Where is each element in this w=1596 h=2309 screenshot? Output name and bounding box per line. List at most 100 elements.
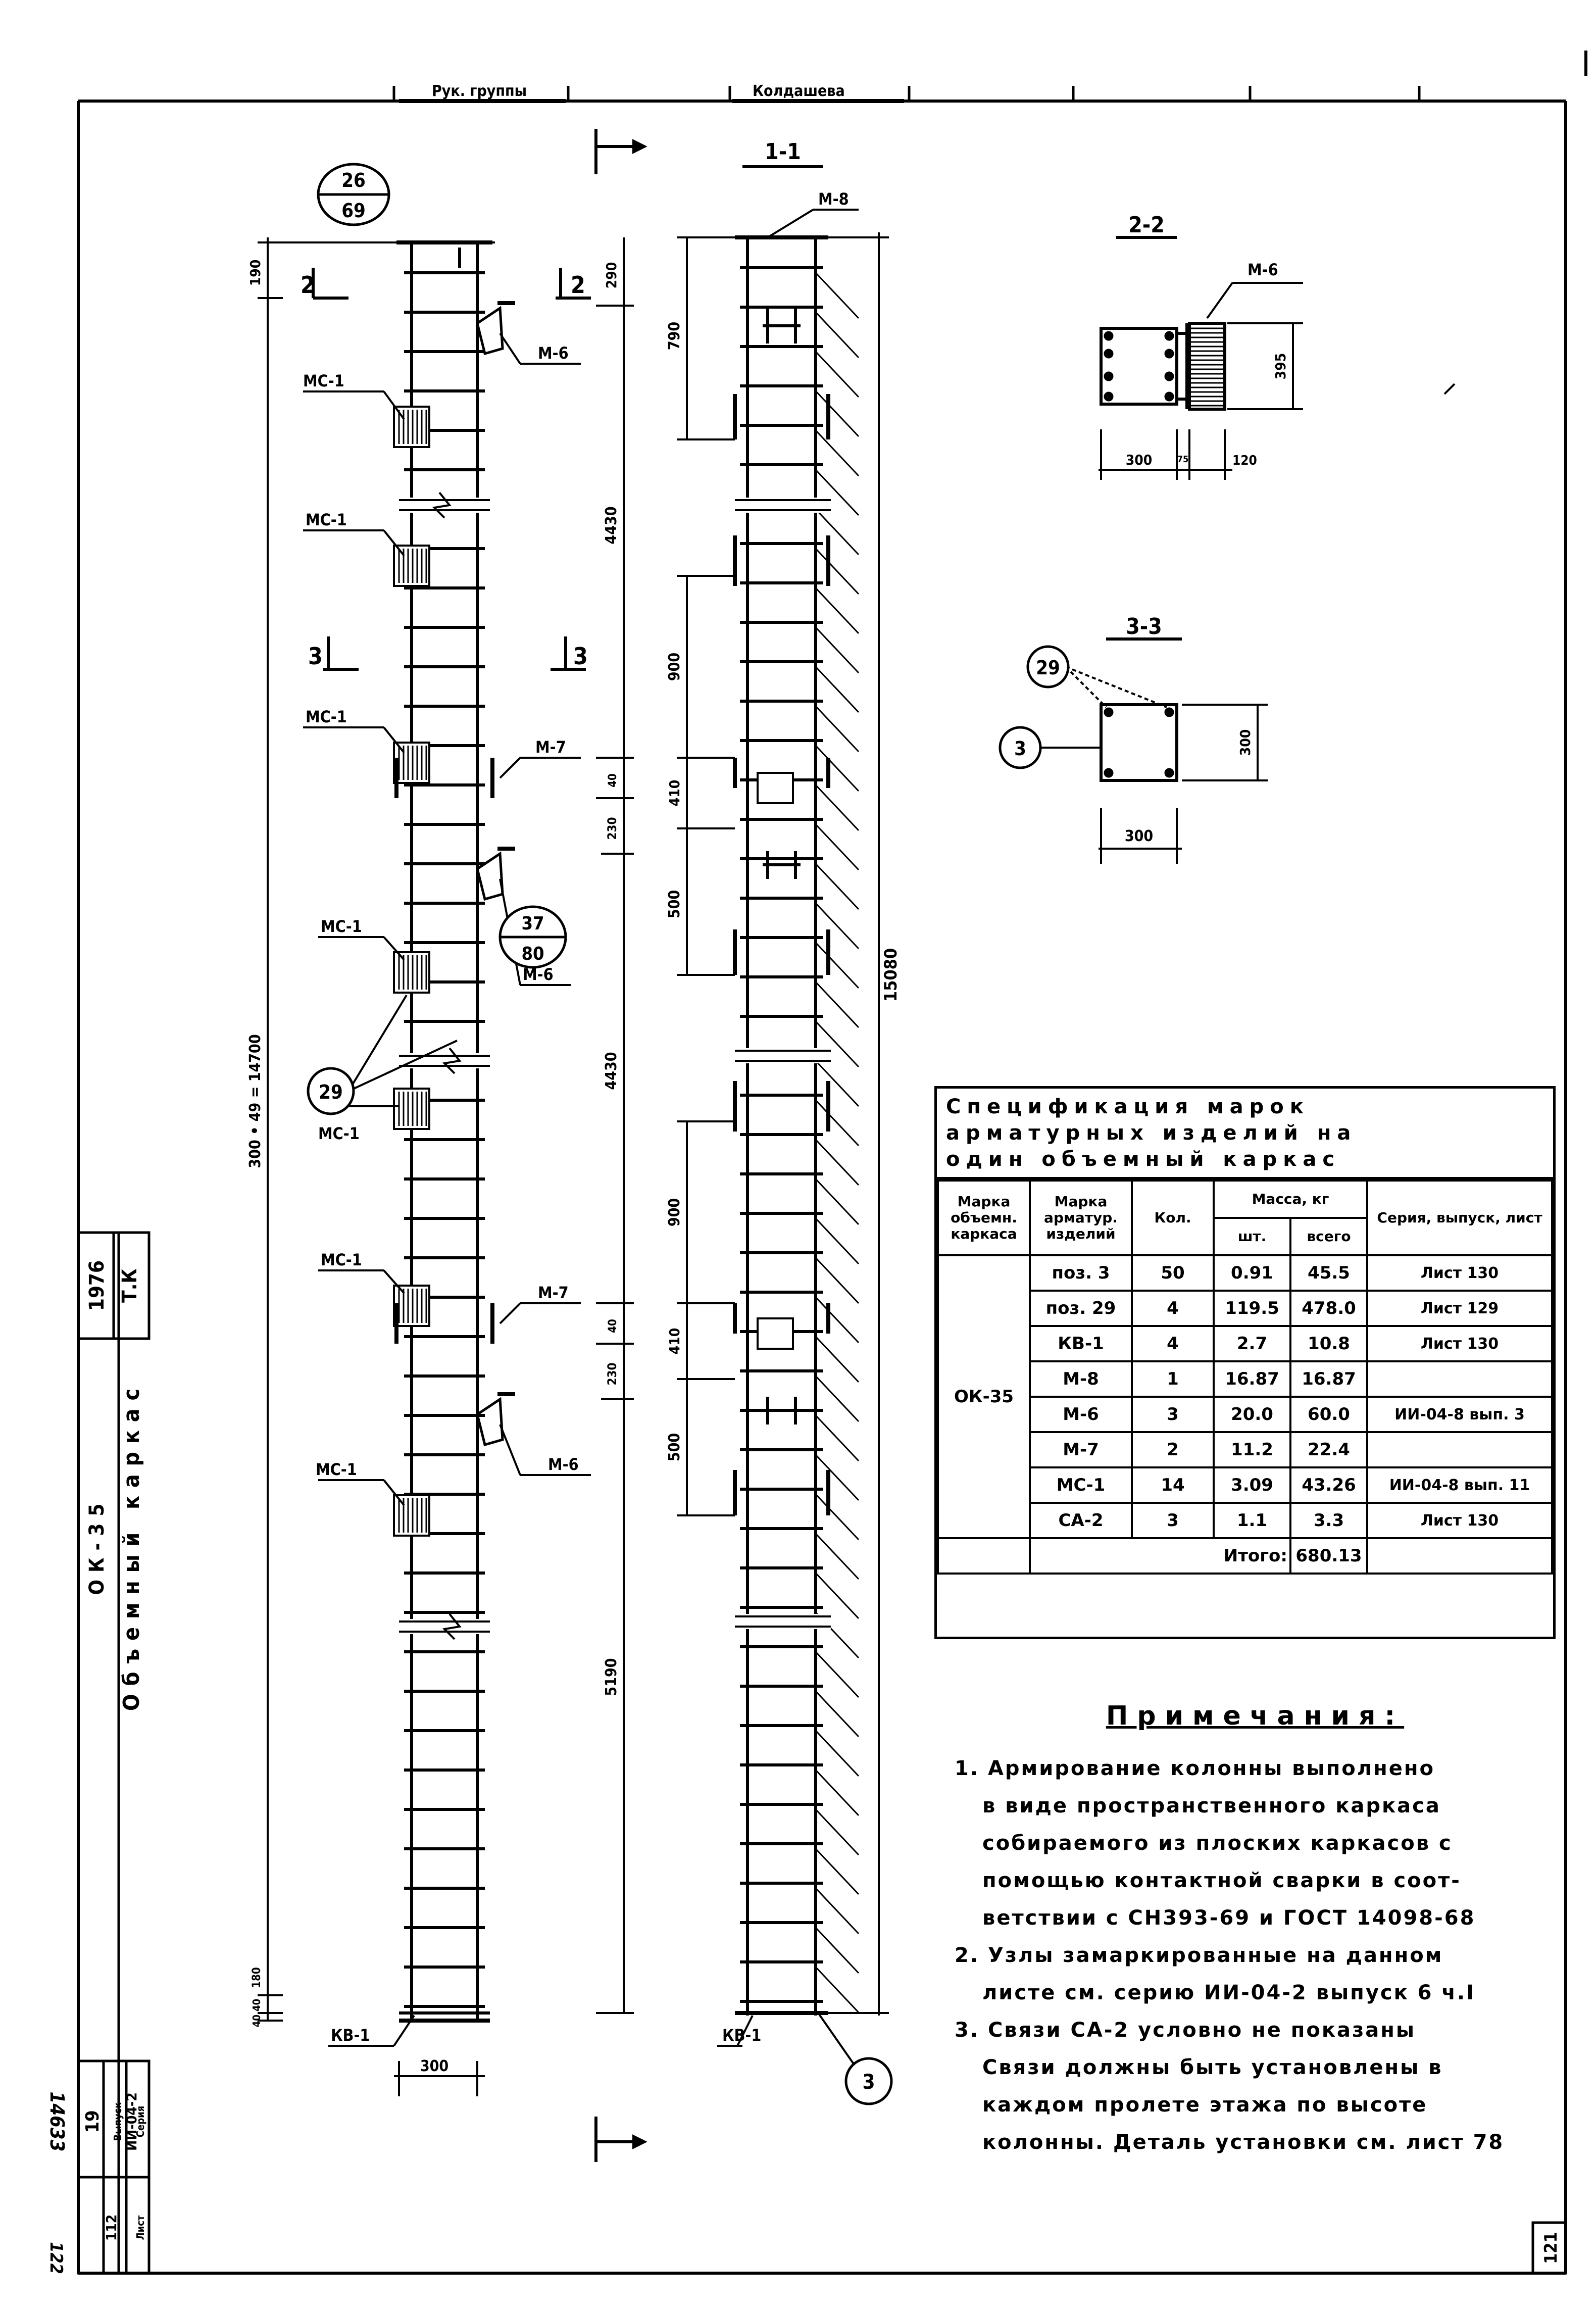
dim-4430-mid: 4430 bbox=[603, 1052, 620, 1090]
dim-75: 75 bbox=[1177, 454, 1189, 465]
reference-cell bbox=[1366, 1431, 1553, 1468]
callout-3-section: 3 bbox=[862, 2071, 875, 2094]
qty-cell: 4 bbox=[1131, 1290, 1215, 1327]
total-mass-cell: 60.0 bbox=[1289, 1396, 1368, 1433]
stamp-year: 1976 bbox=[85, 1260, 109, 1311]
note-line: листе см. серию ИИ-04-2 выпуск 6 ч.I bbox=[982, 1981, 1475, 2004]
cut-3-right: 3 bbox=[573, 643, 588, 670]
total-mass-cell: 3.3 bbox=[1289, 1502, 1368, 1539]
spec-title: Спецификация марок арматурных изделий на… bbox=[937, 1089, 1553, 1180]
unit-mass-cell: 119.5 bbox=[1213, 1290, 1291, 1327]
note-line: в виде пространственного каркаса bbox=[982, 1794, 1441, 1817]
note-line: собираемого из плоских каркасов с bbox=[982, 1832, 1453, 1855]
dim-120: 120 bbox=[1232, 453, 1257, 468]
unit-mass-cell: 0.91 bbox=[1213, 1254, 1291, 1292]
col-series: Серия, выпуск, лист bbox=[1366, 1180, 1553, 1256]
dim-500-top: 500 bbox=[666, 890, 683, 918]
cut-3-left: 3 bbox=[308, 643, 323, 670]
frame-mark-cell: ОК-35 bbox=[937, 1254, 1031, 1539]
reference-cell: ИИ-04-8 вып. 3 bbox=[1366, 1396, 1553, 1433]
dim-300-33-height: 300 bbox=[1237, 729, 1254, 756]
callout-29-section: 29 bbox=[1036, 657, 1060, 679]
note-line: 2. Узлы замаркированные на данном bbox=[955, 1944, 1443, 1967]
qty-cell: 3 bbox=[1131, 1502, 1215, 1539]
callout-29-left: 29 bbox=[319, 1081, 343, 1103]
archive-number: 14633 bbox=[46, 2092, 68, 2152]
label-kv1: КВ-1 bbox=[331, 2026, 370, 2045]
total-mass-cell: 43.26 bbox=[1289, 1466, 1368, 1504]
label-mc1: МС-1 bbox=[306, 510, 347, 529]
manager-label: Рук. группы bbox=[432, 82, 527, 100]
dim-40: 40 bbox=[607, 773, 619, 788]
dim-290: 290 bbox=[603, 262, 620, 289]
note-line: помощью контактной сварки в соот- bbox=[982, 1869, 1461, 1892]
col-frame-mark: Марка объемн. каркаса bbox=[937, 1180, 1031, 1256]
stamp-org: Т.К bbox=[118, 1268, 141, 1303]
item-cell: М-8 bbox=[1029, 1360, 1133, 1398]
dim-410-bottom: 410 bbox=[666, 1328, 683, 1355]
note-line: каждом пролете этажа по высоте bbox=[982, 2093, 1428, 2117]
unit-mass-cell: 3.09 bbox=[1213, 1466, 1291, 1504]
total-mass-cell: 22.4 bbox=[1289, 1431, 1368, 1468]
qty-cell: 14 bbox=[1131, 1466, 1215, 1504]
col-item-mark: Марка арматур. изделий bbox=[1029, 1180, 1133, 1256]
section-1-1-title: 1-1 bbox=[765, 139, 801, 165]
reference-cell: Лист 130 bbox=[1366, 1325, 1553, 1362]
item-cell: поз. 29 bbox=[1029, 1290, 1133, 1327]
unit-mass-cell: 2.7 bbox=[1213, 1325, 1291, 1362]
qty-cell: 3 bbox=[1131, 1396, 1215, 1433]
total-mass-cell: 478.0 bbox=[1289, 1290, 1368, 1327]
section-2-2-title: 2-2 bbox=[1128, 212, 1165, 238]
dim-790: 790 bbox=[666, 322, 683, 350]
reference-cell: Лист 129 bbox=[1366, 1290, 1553, 1327]
issue-value: 19 bbox=[82, 2110, 103, 2133]
notes-block: Примечания: 1. Армирование колонны выпол… bbox=[955, 1697, 1535, 2161]
dim-230: 230 bbox=[605, 817, 619, 840]
dim-410-top: 410 bbox=[666, 780, 683, 807]
label-mc1: МС-1 bbox=[303, 371, 344, 390]
corner-sheet-number: 121 bbox=[1541, 2232, 1561, 2264]
drawing-title: Объемный каркас bbox=[119, 1381, 144, 1711]
unit-mass-cell: 11.2 bbox=[1213, 1431, 1291, 1468]
label-mc1: МС-1 bbox=[318, 1124, 360, 1143]
reference-cell bbox=[1366, 1360, 1553, 1398]
dim-900-top: 900 bbox=[666, 653, 683, 681]
label-mc1: МС-1 bbox=[306, 707, 347, 726]
col-mass: Масса, кг bbox=[1213, 1180, 1368, 1219]
drawing-code: ОК-35 bbox=[85, 1496, 109, 1595]
dim-4430-top: 4430 bbox=[603, 506, 620, 544]
dim-40-40: 40 40 bbox=[251, 1999, 263, 2027]
total-value: 680.13 bbox=[1289, 1537, 1368, 1575]
label-m6: М-6 bbox=[548, 1455, 579, 1474]
dim-300-22: 300 bbox=[1126, 452, 1153, 468]
cut-2-right: 2 bbox=[571, 271, 585, 299]
callout-26: 26 bbox=[341, 169, 366, 191]
total-mass-cell: 16.87 bbox=[1289, 1360, 1368, 1398]
item-cell: М-7 bbox=[1029, 1431, 1133, 1468]
sheet-label: Лист bbox=[134, 2215, 146, 2240]
dim-500-bottom: 500 bbox=[666, 1433, 683, 1461]
note-line: 3. Связи СА-2 условно не показаны bbox=[955, 2019, 1416, 2042]
label-m7: М-7 bbox=[538, 1283, 569, 1302]
label-m6: М-6 bbox=[538, 343, 569, 363]
dim-190: 190 bbox=[247, 260, 264, 286]
sheet-value: 112 bbox=[103, 2215, 120, 2241]
series-label: Серия bbox=[134, 2106, 146, 2137]
col-mass-unit: шт. bbox=[1213, 1217, 1291, 1256]
label-m6: М-6 bbox=[523, 965, 554, 984]
qty-cell: 2 bbox=[1131, 1431, 1215, 1468]
label-m8: М-8 bbox=[818, 189, 849, 209]
unit-mass-cell: 1.1 bbox=[1213, 1502, 1291, 1539]
series-value: ИИ-04-2 bbox=[123, 2092, 140, 2151]
dim-15080: 15080 bbox=[881, 948, 901, 1002]
section-3-3-title: 3-3 bbox=[1126, 614, 1162, 640]
dim-300-33-width: 300 bbox=[1125, 827, 1153, 845]
col-mass-total: всего bbox=[1289, 1217, 1368, 1256]
callout-37: 37 bbox=[521, 913, 544, 934]
